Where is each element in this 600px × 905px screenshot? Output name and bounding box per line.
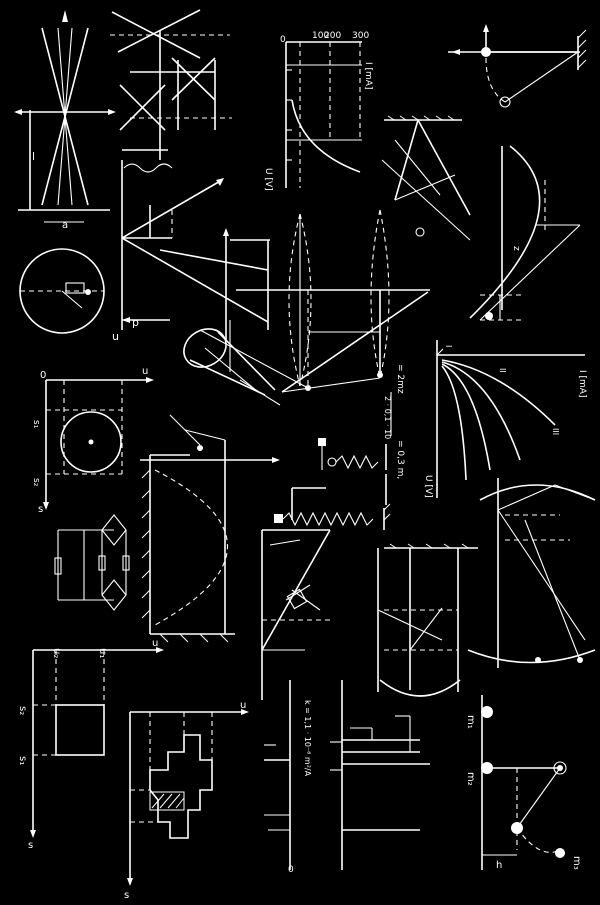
- lens-label-a: a: [62, 220, 68, 231]
- graph-unit-label: I [mA]: [363, 62, 373, 89]
- graph-tick-0: 0: [280, 35, 286, 45]
- box-label-u1: u₁: [97, 648, 108, 658]
- pend-label-h: h: [496, 860, 502, 871]
- box-axes-diagram: u₂ u₁ s₂ s₁ u s: [17, 638, 164, 851]
- mass-pendulum: m₁ m₂ m₃ h: [465, 695, 582, 871]
- ray-network-diagram: [110, 9, 232, 173]
- eq-line-1: = 2mz: [395, 364, 405, 394]
- right-unit-label: I [mA]: [577, 370, 587, 397]
- graph-tick-300: 300: [352, 31, 369, 41]
- box-label-s1: s₁: [17, 756, 28, 765]
- equation-block: = 2mz 2 · 0,1 · 10 = 0,3 m,: [383, 364, 405, 479]
- trapezoid-diagram: [377, 543, 478, 697]
- stepped-polygon-diagram: u s: [124, 700, 249, 901]
- arc-chord-diagram: [467, 478, 596, 668]
- container-parabola: [140, 414, 280, 643]
- refract-label-p: p: [132, 316, 139, 329]
- bottom-label-s: s: [124, 890, 129, 900]
- eq-k-label: k = 1,1 · 10⁻⁸ m²/A: [303, 700, 312, 777]
- step-plots: k = 1,1 · 10⁻⁸ m²/A 0: [264, 680, 430, 875]
- parabola-triangle: z: [469, 145, 581, 321]
- box-label-s2: s₂: [17, 706, 28, 715]
- curve-family-graph: I [mA] U [V] III II I: [423, 340, 587, 498]
- right-uv-label: U [V]: [423, 475, 433, 498]
- box-label-s: s: [28, 840, 33, 851]
- eq-line-3: = 0,3 m,: [395, 440, 405, 479]
- double-lens: [199, 209, 430, 406]
- lens-label-l: l: [32, 150, 35, 163]
- circle-axes: 0 u s₁ s₂ s: [31, 366, 154, 515]
- box-label-u2: u₂: [51, 648, 62, 658]
- wall-pendulum: [448, 24, 587, 108]
- circle-diagram: [19, 248, 105, 334]
- eq-line-2: 2 · 0,1 · 10: [383, 396, 392, 439]
- lens-ray-diagram: l a: [14, 10, 116, 231]
- box-label-u: u: [152, 638, 158, 649]
- curve-label-I: I: [444, 345, 453, 347]
- cone-shape: [183, 320, 276, 396]
- circle-label-0: 0: [40, 370, 46, 381]
- spring-system: [274, 438, 391, 530]
- graph-uv-label: U [V]: [263, 168, 273, 191]
- current-voltage-graph: 0 100 200 300 I [mA] U [V]: [263, 31, 373, 191]
- wedge-diagram: [261, 529, 331, 700]
- curve-label-II: II: [498, 368, 507, 373]
- refraction-diagram: p u: [112, 160, 270, 343]
- axis-zero-label: 0: [288, 865, 294, 875]
- curve-label-III: III: [551, 428, 560, 435]
- tri-label-z: z: [511, 246, 521, 251]
- refract-label-u: u: [112, 330, 119, 343]
- resistor-circuit: [54, 514, 130, 611]
- graph-tick-100: 100: [312, 31, 329, 41]
- circle-label-s2: s₂: [31, 478, 41, 487]
- graph-tick-200: 200: [324, 31, 341, 41]
- circle-label-u: u: [142, 366, 148, 377]
- pend-label-m1: m₁: [465, 715, 476, 729]
- pend-label-m3: m₃: [571, 856, 582, 870]
- pend-label-m2: m₂: [465, 772, 476, 786]
- bottom-label-u: u: [240, 700, 246, 711]
- mirror-diagram: [381, 115, 471, 241]
- circle-label-s: s: [38, 504, 43, 515]
- circle-label-s1: s₁: [31, 420, 41, 429]
